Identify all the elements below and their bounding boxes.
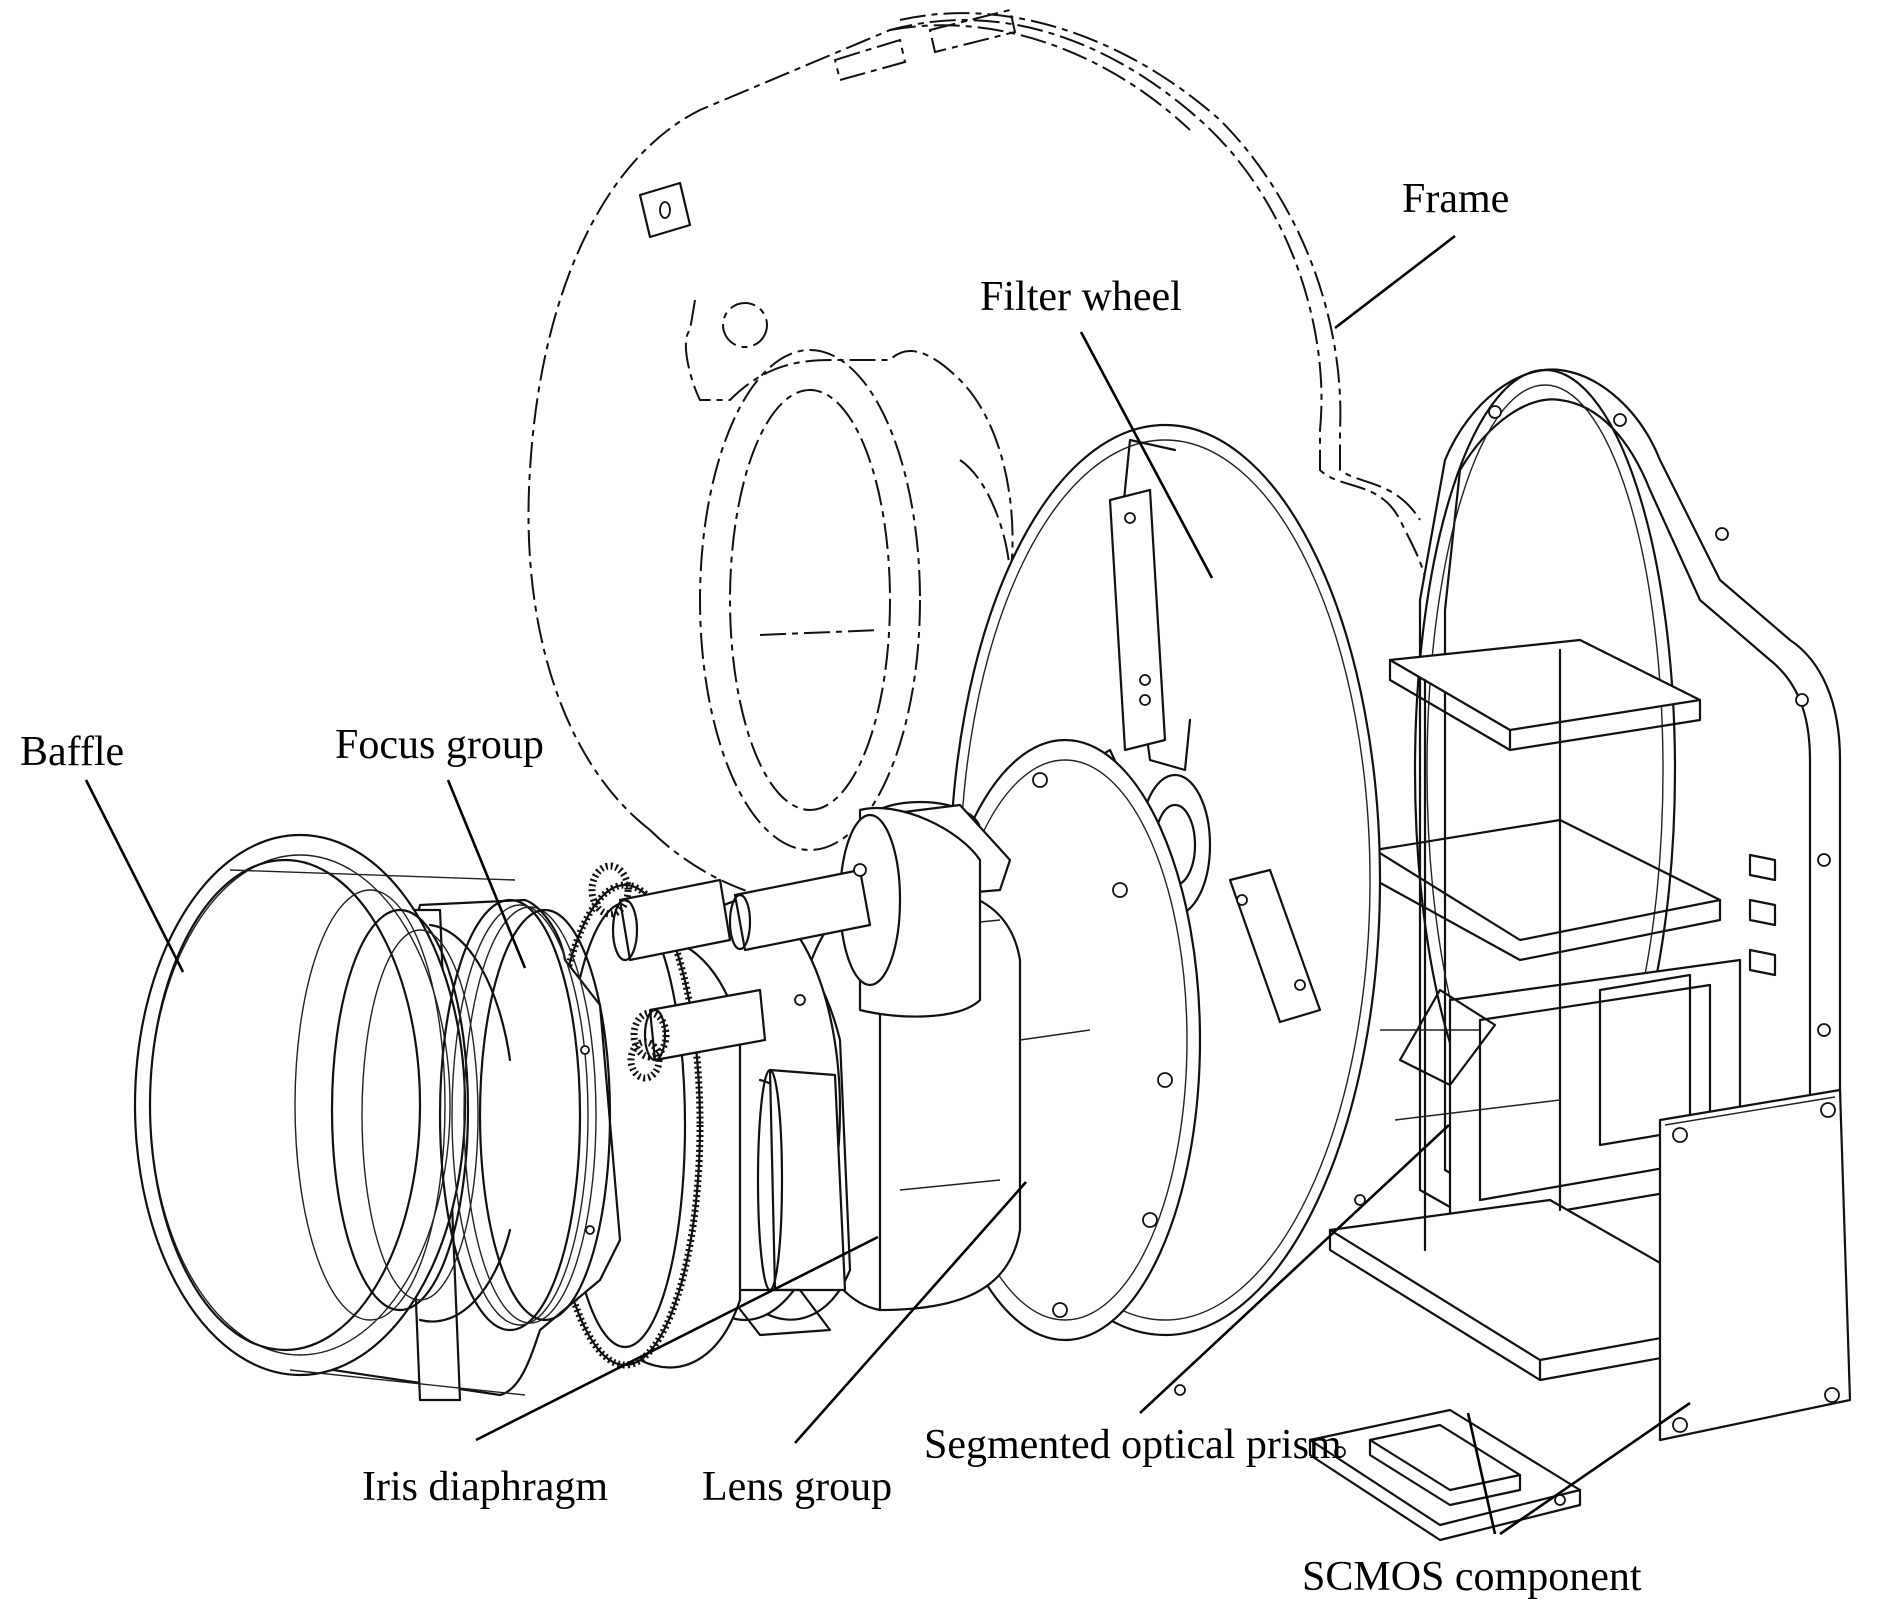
- scmos-chip: [1308, 1408, 1582, 1542]
- leader-frame: [1334, 234, 1456, 330]
- leader-segmented-optical-prism: [1139, 1124, 1450, 1414]
- leader-scmos-chip: [1466, 1412, 1497, 1535]
- leader-iris-diaphragm: [475, 1235, 879, 1442]
- baffle: [133, 833, 622, 1402]
- label-baffle: Baffle: [20, 729, 124, 775]
- leader-baffle: [84, 779, 185, 973]
- frame-housing: [527, 8, 1430, 902]
- leader-lens-group: [794, 1181, 1027, 1444]
- scmos-board: [1658, 1088, 1852, 1442]
- label-filter-wheel: Filter wheel: [980, 274, 1182, 320]
- label-focus-group: Focus group: [335, 722, 544, 768]
- leader-focus-group: [446, 779, 527, 969]
- label-segmented-optical-prism: Segmented optical prism: [924, 1422, 1342, 1468]
- labels: Frame Filter wheel Baffle Focus group Ir…: [20, 176, 1642, 1600]
- label-lens-group: Lens group: [702, 1464, 892, 1510]
- leader-lines: [84, 234, 1691, 1536]
- label-iris-diaphragm: Iris diaphragm: [362, 1464, 608, 1510]
- label-frame: Frame: [1402, 176, 1509, 222]
- leader-filter-wheel: [1079, 331, 1214, 579]
- leader-scmos-board: [1499, 1401, 1691, 1536]
- label-scmos-component: SCMOS component: [1302, 1554, 1642, 1600]
